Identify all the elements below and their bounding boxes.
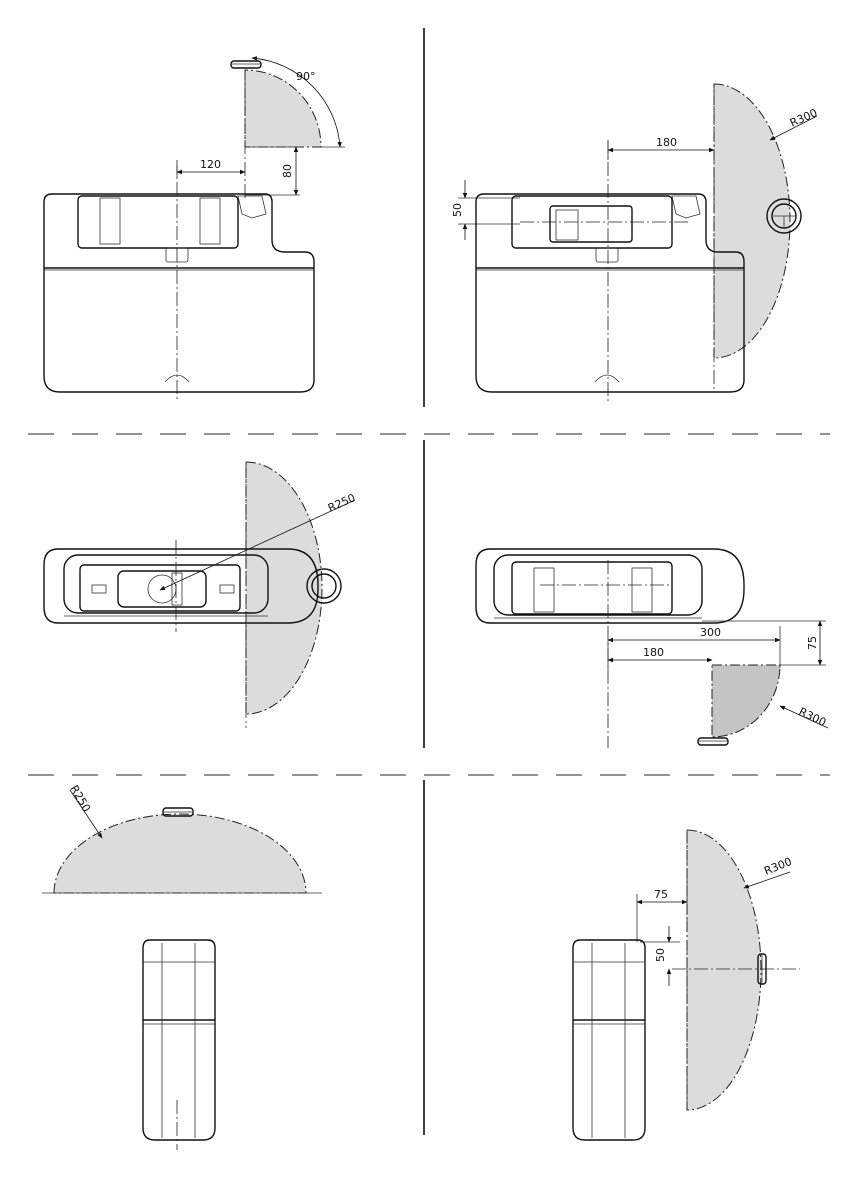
p2-clearance-zone bbox=[714, 84, 790, 358]
p6-radius-label: R300 bbox=[762, 855, 793, 878]
p2-horizontal-dim-label: 180 bbox=[656, 136, 677, 149]
panel-3: R250 bbox=[44, 462, 357, 728]
panel-4: 300 180 75 R300 bbox=[476, 549, 828, 748]
p6-vertical-dim-label: 50 bbox=[654, 948, 667, 962]
p1-horizontal-dim-label: 120 bbox=[200, 158, 221, 171]
p4-short-dim-label: 180 bbox=[643, 646, 664, 659]
p6-horizontal-dim-label: 75 bbox=[654, 888, 668, 901]
p3-clearance-zone bbox=[246, 462, 322, 714]
p1-vertical-dim-label: 80 bbox=[281, 164, 294, 178]
p4-device bbox=[476, 549, 744, 623]
p4-radius-label: R300 bbox=[797, 705, 828, 729]
p1-angle-label: 90° bbox=[296, 70, 316, 83]
panel-5: R250 bbox=[42, 783, 322, 1150]
p1-device bbox=[44, 194, 314, 392]
p3-radius-label: R250 bbox=[326, 491, 357, 515]
p5-device bbox=[143, 940, 215, 1140]
p3-knob bbox=[307, 569, 341, 603]
p1-handle bbox=[231, 61, 261, 68]
p6-device bbox=[573, 940, 645, 1140]
p6-clearance-zone bbox=[687, 830, 761, 1110]
p2-radius-label: R300 bbox=[788, 106, 819, 130]
p5-clearance-zone bbox=[54, 814, 306, 893]
panel-6: R300 75 50 bbox=[573, 830, 800, 1140]
p4-handle bbox=[698, 738, 728, 745]
p4-long-dim-label: 300 bbox=[700, 626, 721, 639]
p2-knob bbox=[767, 199, 801, 233]
p2-vertical-dim-label: 50 bbox=[451, 203, 464, 217]
p4-vertical-dim-label: 75 bbox=[806, 636, 819, 650]
panel-2: R300 180 50 bbox=[451, 84, 819, 402]
p5-radius-label: R250 bbox=[67, 783, 93, 814]
panel-1: 90° 120 80 bbox=[44, 58, 345, 402]
p4-clearance-zone bbox=[712, 665, 780, 737]
